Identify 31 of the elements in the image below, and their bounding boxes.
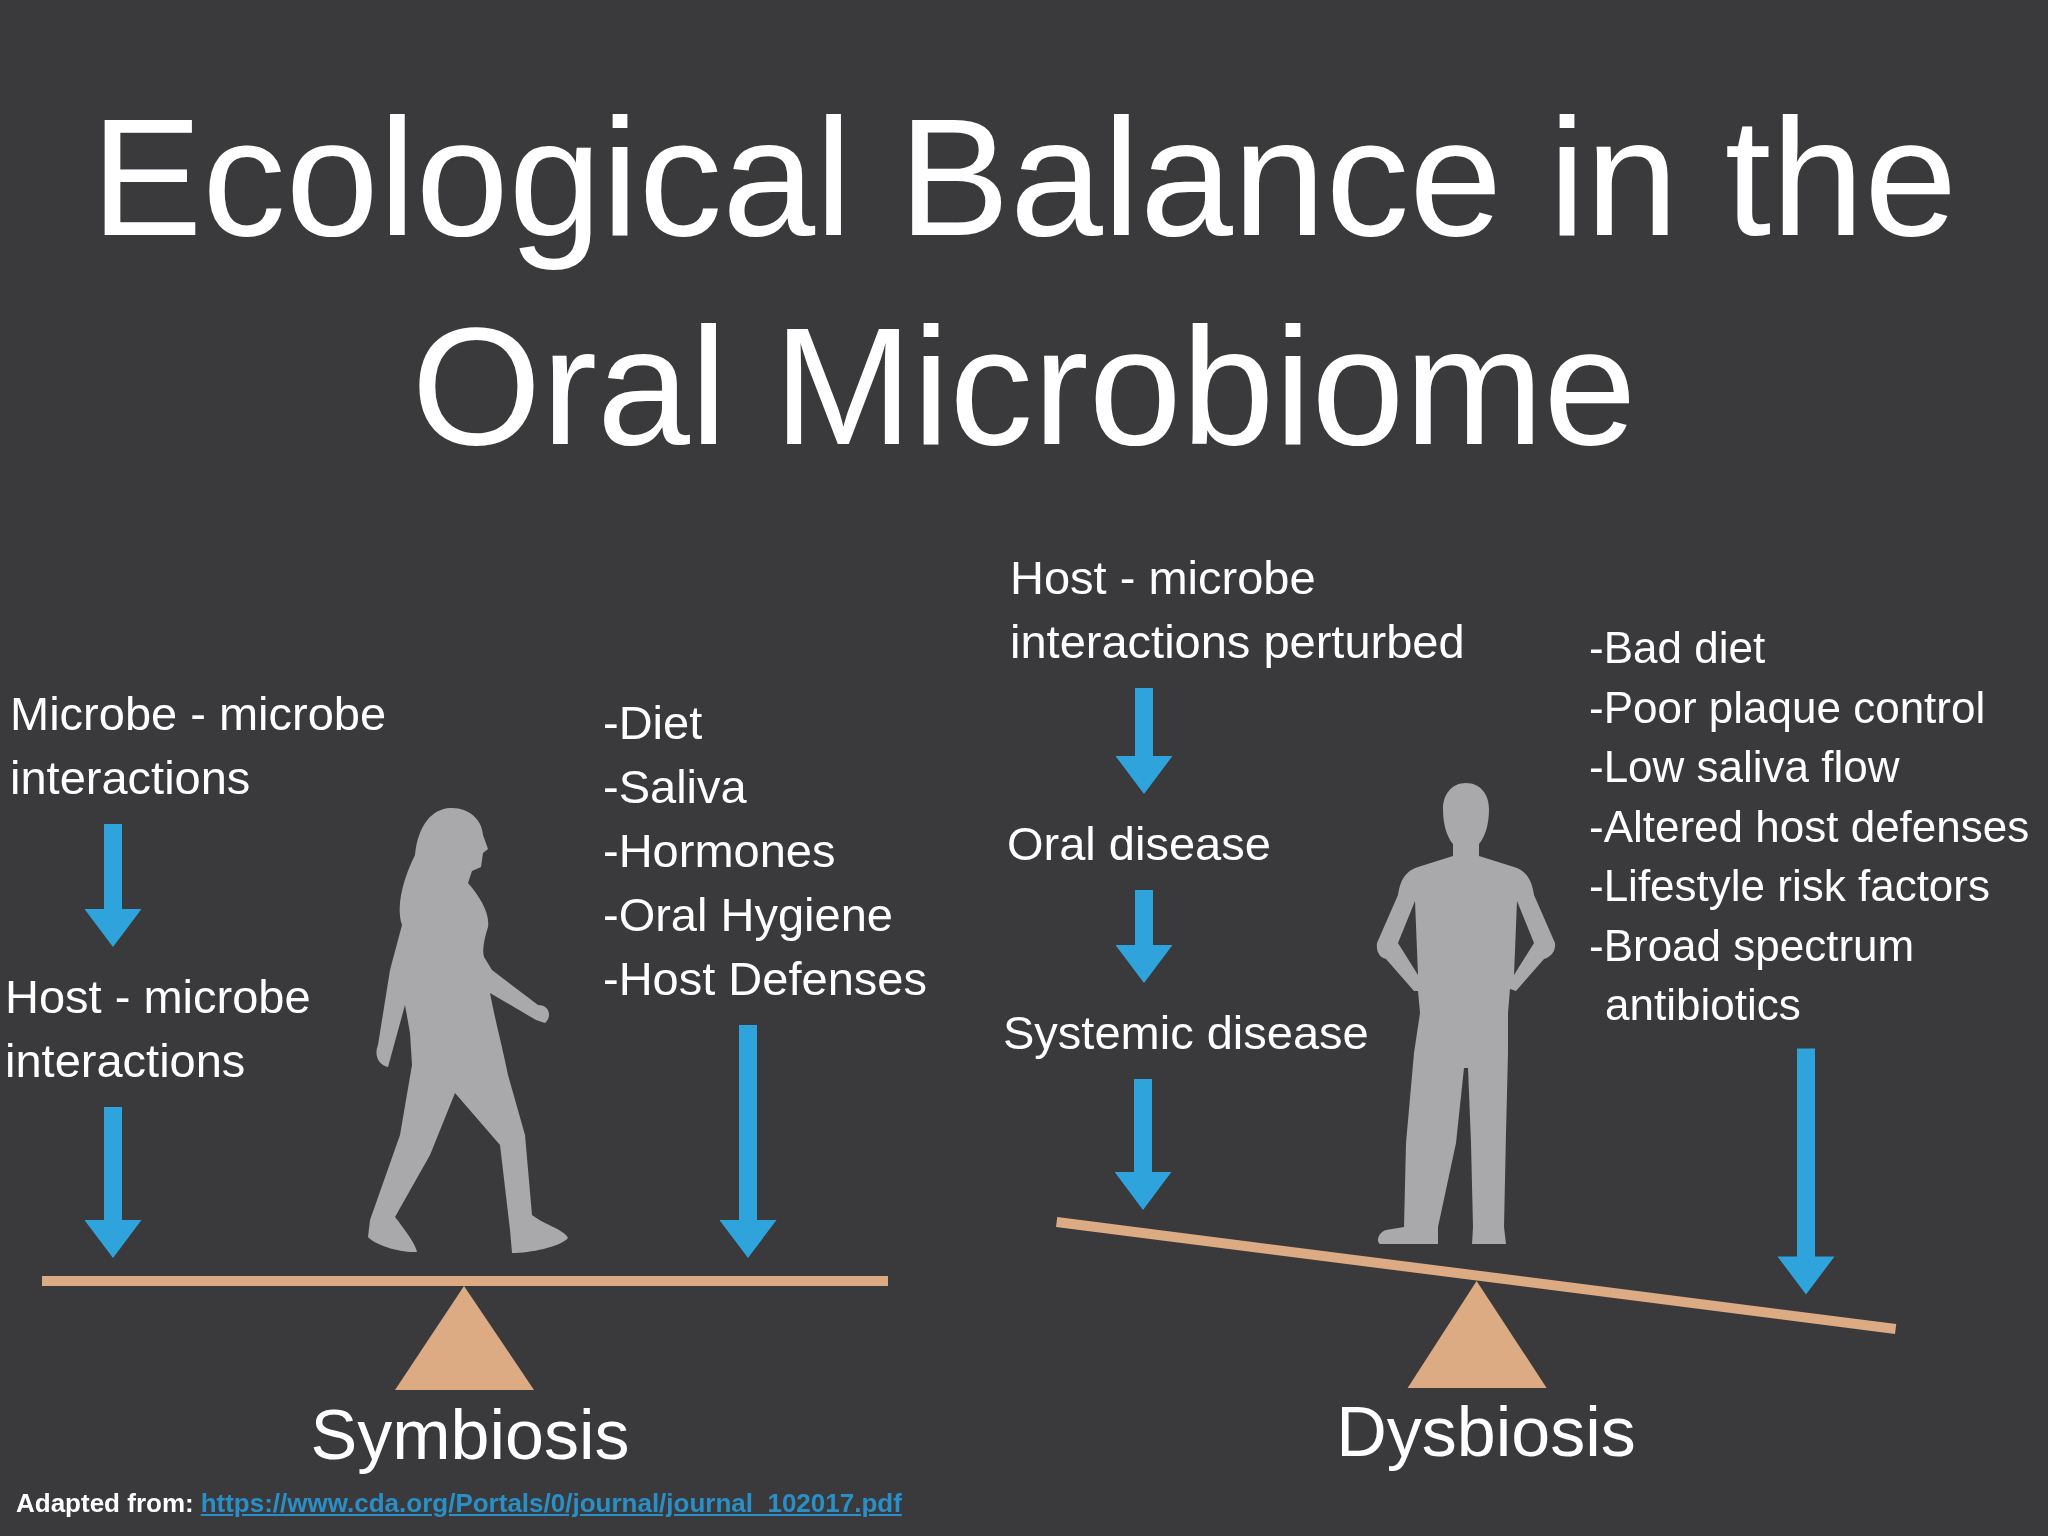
list-item: -Poor plaque control bbox=[1589, 682, 1986, 732]
standing-man-silhouette bbox=[1376, 783, 1556, 1244]
flow-step-text: Microbe - microbe interactions bbox=[10, 682, 410, 810]
flow-step-text: Host - microbe interactions perturbed bbox=[1010, 546, 1490, 674]
seesaw-heading: Dysbiosis bbox=[1336, 1392, 1636, 1472]
flow-step-text: Oral disease bbox=[1007, 812, 1271, 876]
arrow bbox=[1115, 890, 1173, 983]
flow-step-text: Systemic disease bbox=[1003, 1001, 1369, 1065]
list-item: -Hormones bbox=[603, 824, 836, 877]
list-item: -Saliva bbox=[603, 760, 747, 813]
list-item: -Broad spectrum antibiotics bbox=[1589, 920, 1915, 1029]
arrow bbox=[1114, 1079, 1172, 1210]
arrow bbox=[84, 824, 142, 947]
flow-step-text: Host - microbe interactions bbox=[5, 965, 325, 1093]
seesaw bbox=[1056, 1217, 1897, 1388]
source-link: https://www.cda.org/Portals/0/journal/journal_102017.pdf bbox=[200, 1488, 902, 1518]
list-item: -Bad diet bbox=[1589, 623, 1766, 672]
list-item: -Oral Hygiene bbox=[603, 888, 893, 941]
arrow bbox=[1777, 1048, 1835, 1295]
arrow bbox=[84, 1107, 142, 1258]
source-note: Adapted from: bbox=[16, 1488, 194, 1518]
list-item: -Diet bbox=[603, 696, 703, 749]
seesaw-heading: Symbiosis bbox=[310, 1395, 630, 1475]
list-item: -Host Defenses bbox=[603, 952, 927, 1005]
list-item: -Altered host defenses bbox=[1589, 801, 2030, 851]
list-item: -Lifestyle risk factors bbox=[1589, 861, 1990, 910]
arrow bbox=[719, 1025, 777, 1258]
list-item: -Low saliva flow bbox=[1589, 742, 1900, 791]
title: Ecological Balance in the Oral Microbiome bbox=[90, 83, 1958, 481]
arrow bbox=[1115, 688, 1173, 794]
seesaw bbox=[42, 1276, 888, 1390]
